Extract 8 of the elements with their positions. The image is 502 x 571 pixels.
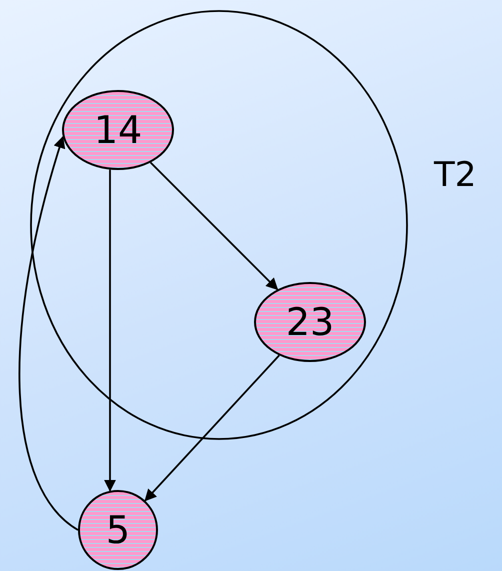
node-label: 5	[106, 511, 130, 549]
arrow	[144, 354, 280, 502]
arrow	[104, 170, 116, 492]
node-label: 23	[286, 303, 334, 341]
arrow	[150, 162, 278, 290]
node-label: 14	[94, 111, 142, 149]
arrow	[18, 136, 79, 531]
group-label: T2	[434, 158, 476, 192]
